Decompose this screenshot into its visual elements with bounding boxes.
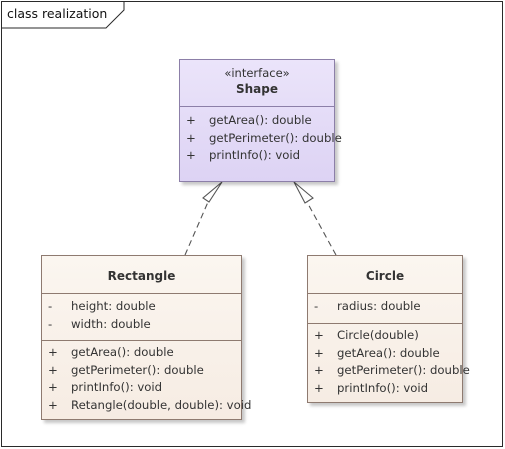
operation-row: + printInfo(): void (42, 379, 241, 397)
attribute-row: - width: double (42, 316, 241, 334)
visibility-marker: + (314, 345, 324, 360)
attribute-row: - radius: double (308, 298, 462, 316)
class-circle-operations: + Circle(double) + getArea(): double + g… (308, 323, 470, 398)
visibility-marker: - (48, 316, 53, 331)
visibility-marker: + (186, 130, 196, 145)
frame-title: class realization (7, 6, 108, 21)
visibility-marker: - (48, 299, 53, 313)
operation-signature: getPerimeter(): double (337, 363, 470, 377)
visibility-marker: + (314, 328, 324, 342)
visibility-marker: + (48, 397, 58, 412)
realization-line-circle[interactable] (306, 201, 337, 256)
visibility-marker: + (186, 113, 196, 127)
class-rectangle-operations: + getArea(): double + getPerimeter(): do… (42, 340, 251, 415)
visibility-marker: + (48, 362, 58, 377)
interface-stereotype: «interface» (224, 66, 290, 80)
realization-line-rectangle[interactable] (184, 201, 209, 256)
class-circle-header: Circle (308, 256, 462, 294)
operation-signature: getArea(): double (337, 345, 440, 360)
interface-name: Shape (235, 82, 278, 96)
attribute-signature: radius: double (337, 299, 421, 313)
visibility-marker: - (314, 299, 319, 313)
operation-signature: getArea(): double (71, 345, 174, 359)
visibility-marker: + (48, 345, 58, 359)
class-name: Circle (365, 269, 405, 283)
operation-signature: getPerimeter(): double (209, 130, 342, 145)
attribute-signature: width: double (71, 316, 151, 331)
operation-row: + getPerimeter(): double (308, 362, 470, 380)
operation-row: + Circle(double) (308, 327, 462, 345)
operation-signature: getArea(): double (209, 113, 312, 127)
operation-signature: Retangle(double, double): void (71, 397, 252, 412)
operation-row: + getPerimeter(): double (180, 130, 342, 148)
operation-row: + getArea(): double (180, 112, 334, 130)
operation-signature: getPerimeter(): double (71, 362, 204, 377)
visibility-marker: + (48, 380, 58, 394)
operation-signature: printInfo(): void (337, 380, 429, 395)
class-rectangle-header: Rectangle (42, 256, 241, 294)
operation-signature: printInfo(): void (71, 380, 163, 394)
operation-row: + getArea(): double (308, 345, 462, 363)
class-circle[interactable]: Circle - radius: double + Circle(double)… (307, 255, 470, 403)
operation-row: + printInfo(): void (308, 380, 462, 398)
interface-shape-header: «interface» Shape (180, 60, 334, 107)
realization-arrowhead-rectangle (202, 181, 223, 203)
visibility-marker: + (314, 380, 324, 395)
operation-row: + getPerimeter(): double (42, 362, 241, 380)
attribute-row: - height: double (42, 298, 241, 316)
class-circle-attributes: - radius: double (308, 294, 462, 323)
interface-operations: + getArea(): double + getPerimeter(): do… (180, 107, 342, 165)
visibility-marker: + (186, 148, 196, 162)
operation-row: + printInfo(): void (180, 147, 334, 165)
operation-signature: printInfo(): void (209, 148, 301, 162)
visibility-marker: + (314, 363, 324, 377)
operation-signature: Circle(double) (337, 328, 419, 342)
attribute-signature: height: double (71, 299, 156, 313)
realization-arrowhead-circle (293, 181, 314, 204)
operation-row: + Retangle(double, double): void (42, 397, 251, 415)
operation-row: + getArea(): double (42, 344, 241, 362)
class-rectangle-attributes: - height: double - width: double (42, 294, 241, 340)
class-rectangle[interactable]: Rectangle - height: double - width: doub… (41, 255, 251, 420)
frame-tab (2, 2, 125, 29)
interface-shape[interactable]: «interface» Shape + getArea(): double + … (179, 59, 342, 182)
class-name: Rectangle (107, 269, 176, 283)
